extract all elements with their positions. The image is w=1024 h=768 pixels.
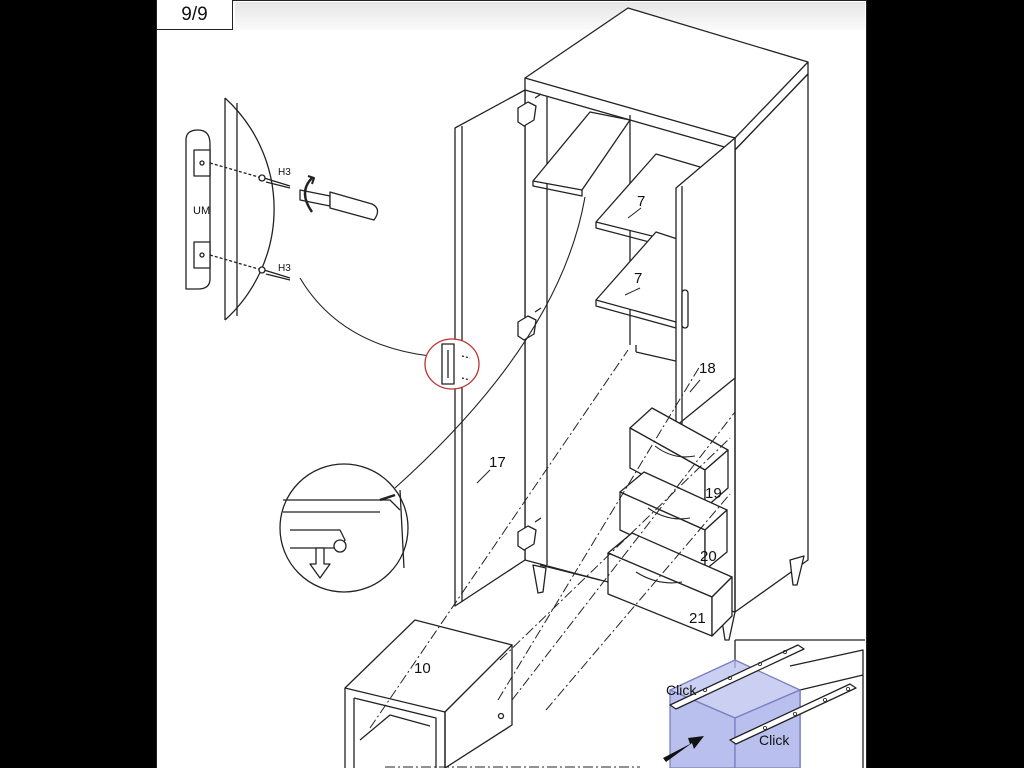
hardware-callout — [424, 338, 480, 390]
assembly-guide-lines — [369, 349, 736, 768]
part-label-base-unit: 10 — [414, 660, 431, 677]
screw-label-bottom: H3 — [278, 263, 291, 274]
drawer-runner-inset — [663, 639, 865, 768]
drawer-21 — [607, 532, 733, 637]
part-label-drawer-bottom: 21 — [689, 610, 706, 627]
part-label-shelf-upper: 7 — [637, 193, 646, 210]
detail-hinge-adjust — [279, 463, 409, 593]
top-shelf — [532, 111, 631, 197]
top-rule — [157, 0, 866, 1]
detail-um — [185, 97, 379, 321]
screw-label-top: H3 — [278, 167, 291, 178]
page-indicator: 9/9 — [157, 0, 233, 30]
part-label-right-door: 18 — [699, 360, 716, 377]
part-label-shelf-lower: 7 — [634, 270, 643, 287]
hardware-label: UM — [193, 205, 211, 217]
header-band — [235, 2, 865, 30]
drawer-19 — [629, 407, 729, 509]
part-label-drawer-top: 19 — [705, 485, 722, 502]
base-unit-10 — [344, 619, 513, 768]
right-door — [675, 137, 736, 427]
click-label-left: Click — [666, 682, 697, 698]
drawer-20 — [619, 471, 728, 571]
click-label-right: Click — [759, 732, 790, 748]
part-label-left-door: 17 — [489, 454, 506, 471]
part-label-drawer-middle: 20 — [700, 548, 717, 565]
